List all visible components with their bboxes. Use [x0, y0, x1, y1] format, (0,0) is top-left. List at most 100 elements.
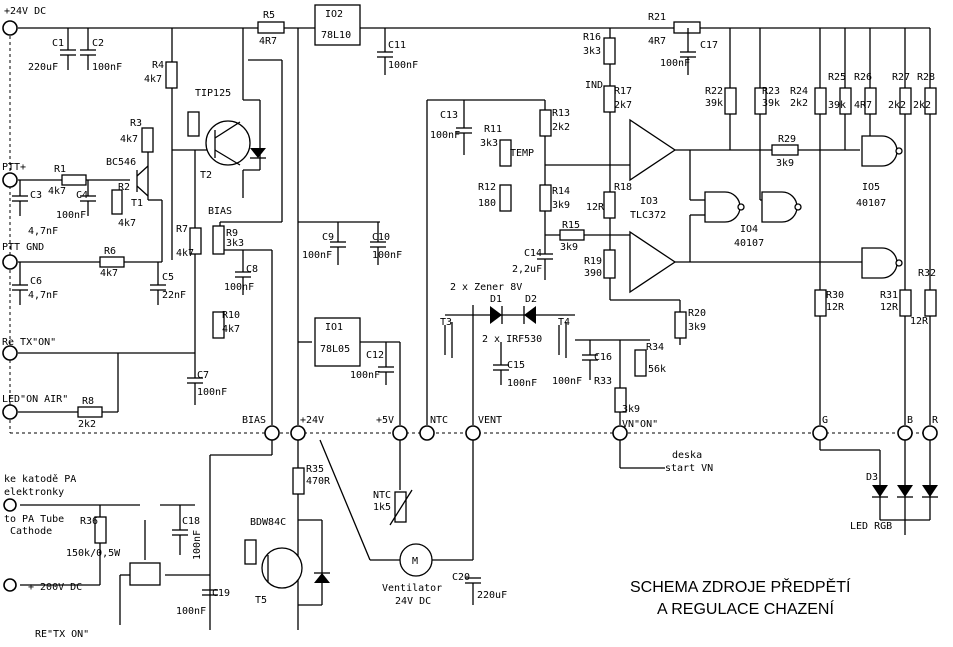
ref-C11: C11 [388, 40, 406, 51]
R24-body [814, 87, 827, 115]
IO3-comparator-a [629, 118, 677, 182]
connectors [2, 20, 938, 592]
val-C16: 100nF [552, 376, 582, 387]
ref-R19: R19 [584, 256, 602, 267]
val-R9: 3k3 [226, 238, 244, 249]
val-R1: 4k7 [48, 186, 66, 197]
val-R10: 4k7 [222, 324, 240, 335]
val-C1: 220uF [28, 62, 58, 73]
ref-R2: R2 [118, 182, 130, 193]
capacitors [12, 28, 696, 605]
semiconductors [129, 120, 938, 589]
ref-R30: R30 [826, 290, 844, 301]
terminal-ptt-gnd [2, 254, 18, 270]
val-R8: 2k2 [78, 419, 96, 430]
terminal-plus24v [290, 425, 306, 441]
R12-body [499, 184, 512, 212]
ref-R8: R8 [82, 396, 94, 407]
ref-C1: C1 [52, 38, 64, 49]
val-C17: 100nF [660, 58, 690, 69]
note-hv: + 200V DC [28, 582, 82, 593]
ref-C5: C5 [162, 272, 174, 283]
terminal-24vdc [2, 20, 18, 36]
val-R6: 4k7 [100, 268, 118, 279]
val-R30: 12R [826, 302, 845, 313]
ref-R3: R3 [130, 118, 142, 129]
R32-body [924, 289, 937, 317]
R16-body [603, 37, 616, 65]
ref-C4: C4 [76, 190, 88, 201]
val-R18: 12R [586, 202, 605, 213]
ref-NTC: NTC [373, 490, 391, 501]
R22-body [724, 87, 737, 115]
val-IO3: TLC372 [630, 210, 666, 221]
val-R35: 470R [306, 476, 331, 487]
val-TIP: T2 [200, 170, 212, 181]
R15-body [559, 229, 585, 241]
val-R17: 2k7 [614, 100, 632, 111]
ref-C7: C7 [197, 370, 209, 381]
T5-body [261, 547, 303, 589]
ref-R10: R10 [222, 310, 240, 321]
note-deska-1: deska [672, 450, 702, 461]
label-plus5v: +5V [376, 415, 394, 426]
ref-C3: C3 [30, 190, 42, 201]
R27-body [899, 87, 912, 115]
ref-R11: R11 [484, 124, 502, 135]
val-C5: 22nF [162, 290, 186, 301]
relay-coil [129, 562, 161, 586]
val-R16: 3k3 [583, 46, 601, 57]
val-C7: 100nF [197, 387, 227, 398]
val-R32: 12R [910, 316, 929, 327]
ref-R17: R17 [614, 86, 632, 97]
val-IO4: 40107 [734, 238, 764, 249]
IO2-box [314, 4, 361, 46]
ref-R23: R23 [762, 86, 780, 97]
ref-R32: R32 [918, 268, 936, 279]
R33-body [614, 387, 627, 413]
note-irf: 2 x IRF530 [482, 334, 542, 345]
ref-C17: C17 [700, 40, 718, 51]
val-C19: 100nF [176, 606, 206, 617]
T2-body [205, 120, 251, 166]
R28-body [924, 87, 937, 115]
val-R14: 3k9 [552, 200, 570, 211]
val-C20: 220uF [477, 590, 507, 601]
R30-body [814, 289, 827, 317]
val-R19: 390 [584, 268, 602, 279]
ref-C20: C20 [452, 572, 470, 583]
ics [314, 4, 903, 367]
ref-R5: R5 [263, 10, 275, 21]
val-IO1: 78L05 [320, 344, 350, 355]
val-R22: 39k [705, 98, 723, 109]
label-vn-on: VN"ON" [622, 419, 658, 430]
R3-body [141, 127, 154, 153]
R29-body [771, 144, 799, 156]
ref-R1: R1 [54, 164, 66, 175]
ref-R18: R18 [614, 182, 632, 193]
R4-body [165, 61, 178, 89]
val-R2: 4k7 [118, 218, 136, 229]
ref-IO2: IO2 [325, 9, 343, 20]
ref-IO5: IO5 [862, 182, 880, 193]
ref-C14: C14 [524, 248, 542, 259]
ref-C18: C18 [182, 516, 200, 527]
R7-body [189, 227, 202, 255]
val-R26: 4R7 [854, 100, 872, 111]
val-C11: 100nF [388, 60, 418, 71]
R26-body [864, 87, 877, 115]
val-C13: 100nF [430, 130, 460, 141]
ref-C16: C16 [594, 352, 612, 363]
ref-R14: R14 [552, 186, 570, 197]
val-R23: 39k [762, 98, 780, 109]
ref-R29: R29 [778, 134, 796, 145]
val-C9: 100nF [302, 250, 332, 261]
val-R4: 4k7 [144, 74, 162, 85]
note-bias-label: BIAS [208, 206, 232, 217]
title-line-2: A REGULACE CHAZENÍ [657, 599, 834, 618]
ref-R7: R7 [176, 224, 188, 235]
val-R28: 2k2 [913, 100, 931, 111]
note-re-tx: RE"TX ON" [35, 629, 89, 640]
val-R20: 3k9 [688, 322, 706, 333]
